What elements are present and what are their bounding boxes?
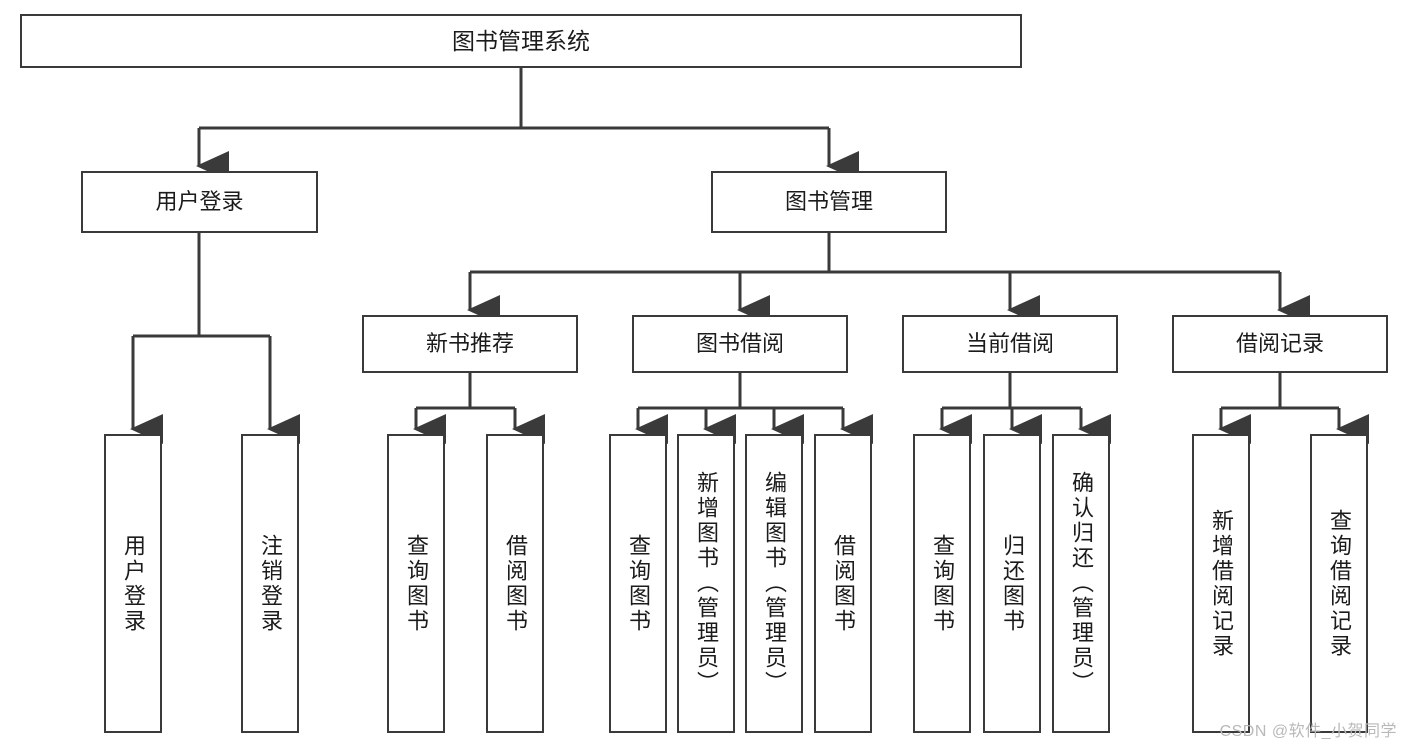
node-leaf-confirm-return-admin-label: 确认归还（管理员） bbox=[1069, 471, 1094, 696]
node-book-borrow[interactable]: 图书借阅 bbox=[632, 315, 848, 373]
node-leaf-add-borrow-record[interactable]: 新增借阅记录 bbox=[1192, 434, 1250, 733]
node-leaf-confirm-return-admin[interactable]: 确认归还（管理员） bbox=[1052, 434, 1110, 733]
node-user-login-label: 用户登录 bbox=[155, 189, 244, 215]
node-leaf-query-book-2-label: 查询图书 bbox=[626, 533, 651, 634]
node-leaf-logout-label: 注销登录 bbox=[258, 533, 283, 634]
node-leaf-add-borrow-record-label: 新增借阅记录 bbox=[1209, 508, 1234, 659]
csdn-watermark: CSDN @软件_小贺同学 bbox=[1219, 723, 1397, 740]
node-leaf-query-book-2[interactable]: 查询图书 bbox=[609, 434, 667, 733]
node-root-label: 图书管理系统 bbox=[452, 27, 590, 54]
node-leaf-return-book-label: 归还图书 bbox=[1000, 533, 1025, 634]
node-leaf-query-borrow-record[interactable]: 查询借阅记录 bbox=[1310, 434, 1368, 733]
node-leaf-query-book-1-label: 查询图书 bbox=[404, 533, 429, 634]
node-leaf-user-login[interactable]: 用户登录 bbox=[104, 434, 162, 733]
node-leaf-edit-book-admin[interactable]: 编辑图书（管理员） bbox=[745, 434, 803, 733]
node-leaf-query-borrow-record-label: 查询借阅记录 bbox=[1327, 508, 1352, 659]
node-borrow-records-label: 借阅记录 bbox=[1235, 331, 1324, 357]
node-borrow-records[interactable]: 借阅记录 bbox=[1172, 315, 1388, 373]
node-leaf-borrow-book-1-label: 借阅图书 bbox=[503, 533, 528, 634]
node-leaf-borrow-book-2[interactable]: 借阅图书 bbox=[814, 434, 872, 733]
node-new-book-recommend[interactable]: 新书推荐 bbox=[362, 315, 578, 373]
node-leaf-logout[interactable]: 注销登录 bbox=[241, 434, 299, 733]
node-leaf-borrow-book-1[interactable]: 借阅图书 bbox=[486, 434, 544, 733]
node-root[interactable]: 图书管理系统 bbox=[20, 14, 1022, 68]
node-leaf-query-book-3-label: 查询图书 bbox=[930, 533, 955, 634]
node-book-management-label: 图书管理 bbox=[784, 189, 873, 215]
node-current-borrow-label: 当前借阅 bbox=[965, 331, 1054, 357]
node-current-borrow[interactable]: 当前借阅 bbox=[902, 315, 1118, 373]
node-leaf-query-book-1[interactable]: 查询图书 bbox=[387, 434, 445, 733]
node-leaf-add-book-admin[interactable]: 新增图书（管理员） bbox=[677, 434, 735, 733]
node-leaf-add-book-admin-label: 新增图书（管理员） bbox=[694, 471, 719, 696]
node-leaf-borrow-book-2-label: 借阅图书 bbox=[831, 533, 856, 634]
node-leaf-user-login-label: 用户登录 bbox=[121, 533, 146, 634]
node-leaf-return-book[interactable]: 归还图书 bbox=[983, 434, 1041, 733]
node-book-management[interactable]: 图书管理 bbox=[711, 171, 947, 233]
node-book-borrow-label: 图书借阅 bbox=[695, 331, 784, 357]
node-leaf-query-book-3[interactable]: 查询图书 bbox=[913, 434, 971, 733]
node-leaf-edit-book-admin-label: 编辑图书（管理员） bbox=[762, 471, 787, 696]
node-new-book-recommend-label: 新书推荐 bbox=[425, 331, 514, 357]
node-user-login[interactable]: 用户登录 bbox=[81, 171, 318, 233]
